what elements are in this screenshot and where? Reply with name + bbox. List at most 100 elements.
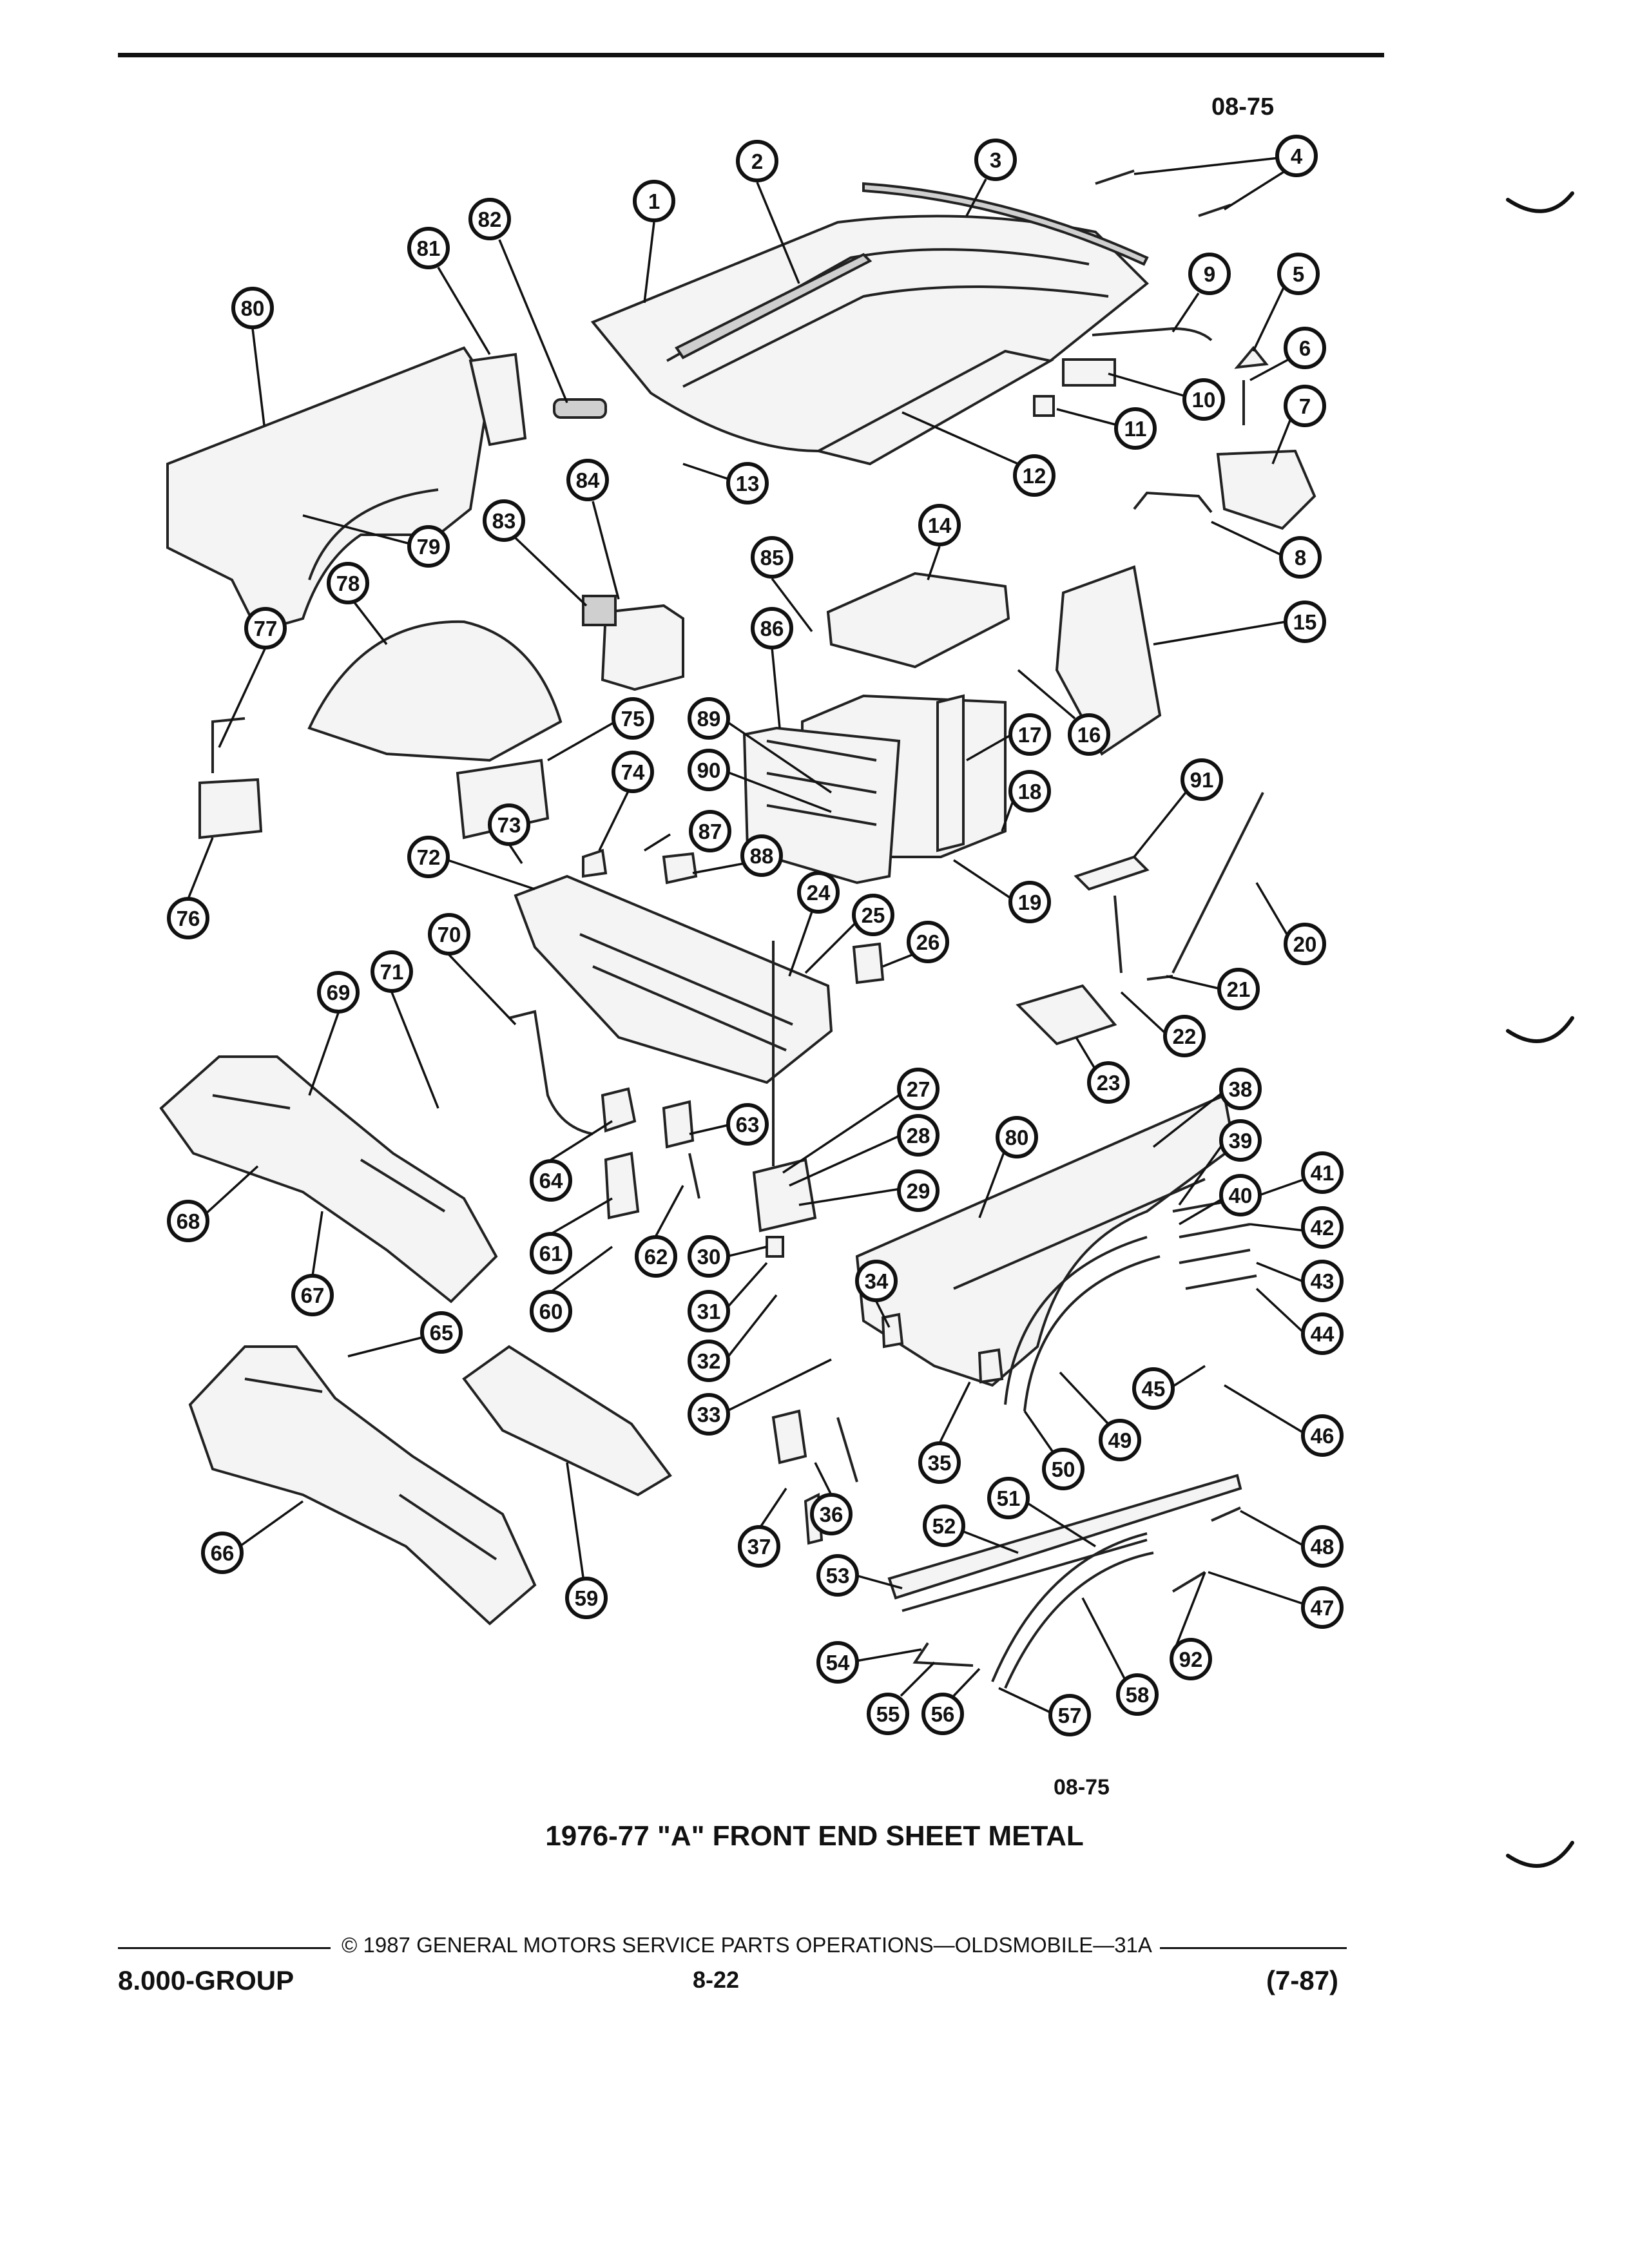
- callout-74: 74: [612, 751, 654, 793]
- callout-7: 7: [1284, 385, 1326, 427]
- callout-circle: [751, 607, 793, 649]
- callout-78: 78: [327, 562, 369, 604]
- callout-3: 3: [974, 139, 1017, 181]
- footer-rule-left: [118, 1947, 331, 1949]
- callout-circle: [1301, 1312, 1344, 1355]
- callout-number: 60: [539, 1300, 563, 1323]
- callout-64: 64: [530, 1159, 572, 1202]
- callout-81: 81: [407, 227, 450, 269]
- callout-number: 26: [916, 930, 940, 954]
- callout-circle: [923, 1504, 965, 1547]
- callout-80: 80: [231, 287, 274, 329]
- callout-35: 35: [918, 1441, 961, 1484]
- callout-number: 10: [1192, 388, 1216, 412]
- callout-90: 90: [688, 749, 730, 791]
- callout-circle: [1301, 1206, 1344, 1249]
- callout-number: 76: [177, 907, 200, 930]
- callout-number: 55: [876, 1702, 900, 1726]
- callout-circle: [1116, 1673, 1159, 1716]
- callout-82: 82: [468, 198, 511, 240]
- callout-45: 45: [1132, 1367, 1175, 1410]
- callout-76: 76: [167, 897, 209, 939]
- callout-number: 15: [1293, 610, 1317, 634]
- callout-circle: [726, 1103, 769, 1146]
- callout-20: 20: [1284, 923, 1326, 965]
- callout-circle: [867, 1693, 909, 1735]
- callout-1: 1: [633, 180, 675, 222]
- callout-6: 6: [1284, 327, 1326, 369]
- callout-number: 30: [697, 1245, 721, 1269]
- callout-circle: [530, 1290, 572, 1332]
- callout-68: 68: [167, 1200, 209, 1242]
- callout-number: 34: [865, 1269, 889, 1293]
- callout-47: 47: [1301, 1586, 1344, 1629]
- callout-number: 83: [492, 509, 516, 533]
- callout-number: 92: [1179, 1648, 1203, 1671]
- callout-10: 10: [1182, 378, 1225, 421]
- callout-number: 12: [1023, 464, 1046, 488]
- callout-circle: [1284, 923, 1326, 965]
- callout-circle: [738, 1525, 780, 1568]
- callout-number: 2: [751, 149, 763, 173]
- callout-circle: [855, 1260, 898, 1302]
- callout-circle: [1008, 770, 1051, 812]
- margin-mark: [1506, 1016, 1574, 1043]
- callout-65: 65: [420, 1311, 463, 1354]
- callout-number: 49: [1108, 1428, 1132, 1452]
- callout-circle: [688, 1235, 730, 1278]
- callout-92: 92: [1170, 1638, 1212, 1680]
- callout-number: 44: [1311, 1322, 1335, 1346]
- callout-number: 72: [417, 845, 441, 869]
- hood-illustration: [590, 182, 1149, 466]
- callout-circle: [688, 1393, 730, 1436]
- callout-circle: [612, 751, 654, 793]
- callout-circle: [1008, 881, 1051, 923]
- callout-circle: [688, 749, 730, 791]
- diagram-title: 1976-77 "A" FRONT END SHEET METAL: [545, 1820, 1084, 1852]
- callout-50: 50: [1042, 1448, 1084, 1490]
- callout-circle: [1284, 601, 1326, 643]
- callout-number: 33: [697, 1403, 721, 1427]
- callout-circle: [897, 1068, 940, 1110]
- callout-91: 91: [1181, 758, 1223, 801]
- callout-circle: [1219, 1119, 1262, 1162]
- callout-43: 43: [1301, 1260, 1344, 1302]
- callout-number: 9: [1204, 262, 1215, 286]
- radiator-group: [742, 565, 1162, 885]
- hood-prop-rod: [1016, 792, 1264, 1046]
- callout-circle: [244, 607, 287, 649]
- callout-circle: [1087, 1061, 1130, 1104]
- callout-5: 5: [1277, 253, 1320, 295]
- callout-41: 41: [1301, 1151, 1344, 1194]
- callout-circle: [726, 462, 769, 505]
- callout-number: 19: [1018, 890, 1042, 914]
- callout-circle: [1182, 378, 1225, 421]
- callout-number: 32: [697, 1349, 721, 1373]
- callout-circle: [407, 836, 450, 878]
- callout-57: 57: [1048, 1694, 1091, 1736]
- callout-circle: [1132, 1367, 1175, 1410]
- callout-circle: [736, 140, 778, 182]
- callout-circle: [987, 1477, 1030, 1519]
- callout-number: 82: [478, 207, 502, 231]
- callout-27: 27: [897, 1068, 940, 1110]
- callout-87: 87: [689, 810, 731, 852]
- footer-copyright: © 1987 GENERAL MOTORS SERVICE PARTS OPER…: [342, 1933, 1152, 1957]
- callout-54: 54: [816, 1641, 859, 1684]
- callout-58: 58: [1116, 1673, 1159, 1716]
- callout-circle: [740, 834, 783, 877]
- callout-number: 42: [1311, 1216, 1335, 1240]
- callout-33: 33: [688, 1393, 730, 1436]
- callout-circle: [483, 499, 525, 542]
- callout-circle: [201, 1532, 244, 1574]
- callout-number: 84: [576, 468, 600, 492]
- callout-number: 54: [826, 1651, 850, 1675]
- callout-number: 62: [644, 1245, 668, 1269]
- callout-number: 65: [430, 1321, 454, 1345]
- callout-circle: [1170, 1638, 1212, 1680]
- callout-circle: [1008, 713, 1051, 756]
- callout-number: 87: [699, 820, 722, 843]
- callout-number: 45: [1142, 1377, 1166, 1401]
- callout-23: 23: [1087, 1061, 1130, 1104]
- callout-number: 78: [336, 572, 360, 595]
